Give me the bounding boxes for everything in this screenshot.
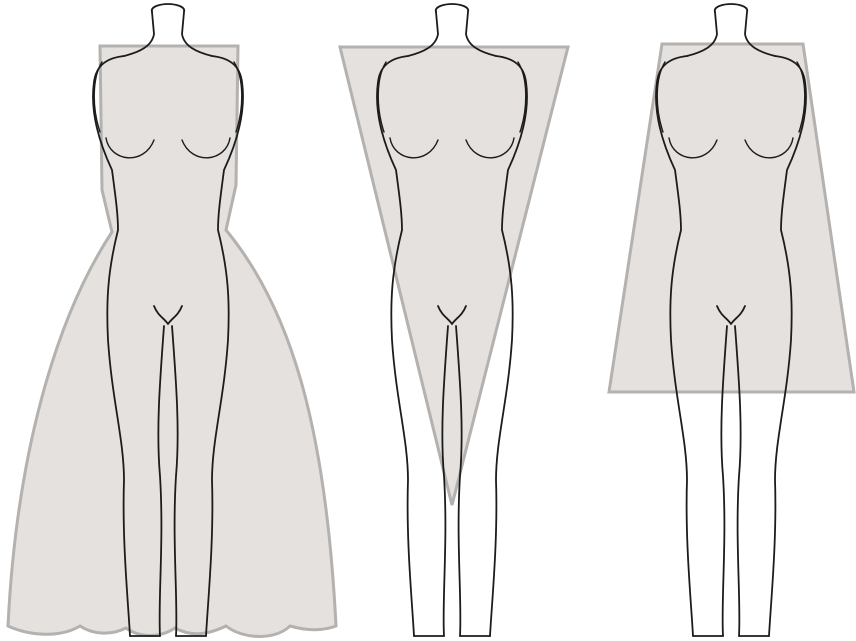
trapezoid-silhouette xyxy=(609,44,854,392)
inverted-triangle-silhouette xyxy=(340,47,568,505)
dress-silhouette-flared xyxy=(8,46,336,637)
